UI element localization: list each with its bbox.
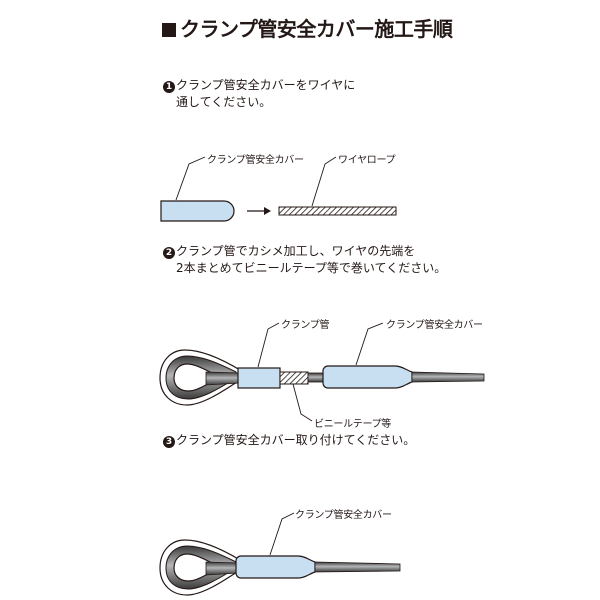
step2-wire-right — [411, 371, 485, 383]
step3-cover-leader — [269, 512, 295, 556]
page-title: クランプ管安全カバー施工手順 — [162, 13, 453, 42]
step-2-line-1: クランプ管でカシメ加工し、ワイヤの先端を — [176, 244, 416, 258]
label-cover-step2: クランプ管安全カバー — [386, 320, 483, 331]
step1-wire-rope — [278, 206, 397, 216]
step2-wire-left — [205, 371, 241, 386]
label-vinyl-tape: ビニールテープ等 — [314, 419, 391, 430]
step3-thimble — [159, 539, 241, 596]
step1-wire-leader — [311, 156, 337, 207]
label-cover-step3: クランプ管安全カバー — [295, 510, 392, 521]
step2-tape-leader — [292, 383, 313, 422]
step2-cover-leader — [355, 322, 384, 366]
step1-cover-leader — [175, 156, 206, 201]
step2-clamp-sleeve — [237, 367, 281, 389]
step3-wire-left — [205, 561, 239, 576]
square-bullet-icon — [162, 23, 176, 37]
arrow-right-icon — [247, 207, 271, 215]
step2-clamp-leader — [257, 322, 280, 368]
step-number-badge: 3 — [163, 436, 175, 448]
step2-cover — [322, 365, 413, 389]
step3-cover — [235, 555, 316, 579]
page-title-text: クランプ管安全カバー施工手順 — [180, 17, 453, 41]
label-cover-step1: クランプ管安全カバー — [207, 155, 304, 166]
step2-vinyl-tape — [279, 371, 309, 385]
step-3-line-1: クランプ管安全カバー取り付けてください。 — [176, 433, 416, 447]
step1-cover — [160, 200, 235, 222]
label-clamp-step2: クランプ管 — [281, 320, 330, 331]
step-number-badge: 2 — [163, 247, 175, 259]
step2-thimble — [159, 349, 241, 406]
step-number-badge: 1 — [163, 81, 175, 93]
step-2-line-2: 2本まとめてビニールテープ等で巻いてください。 — [176, 261, 447, 275]
step-1-line-2: 通してください。 — [176, 95, 272, 109]
step-1-line-1: クランプ管安全カバーをワイヤに — [176, 78, 356, 92]
label-wire-rope: ワイヤロープ — [338, 155, 396, 166]
step3-wire-right — [314, 561, 401, 573]
